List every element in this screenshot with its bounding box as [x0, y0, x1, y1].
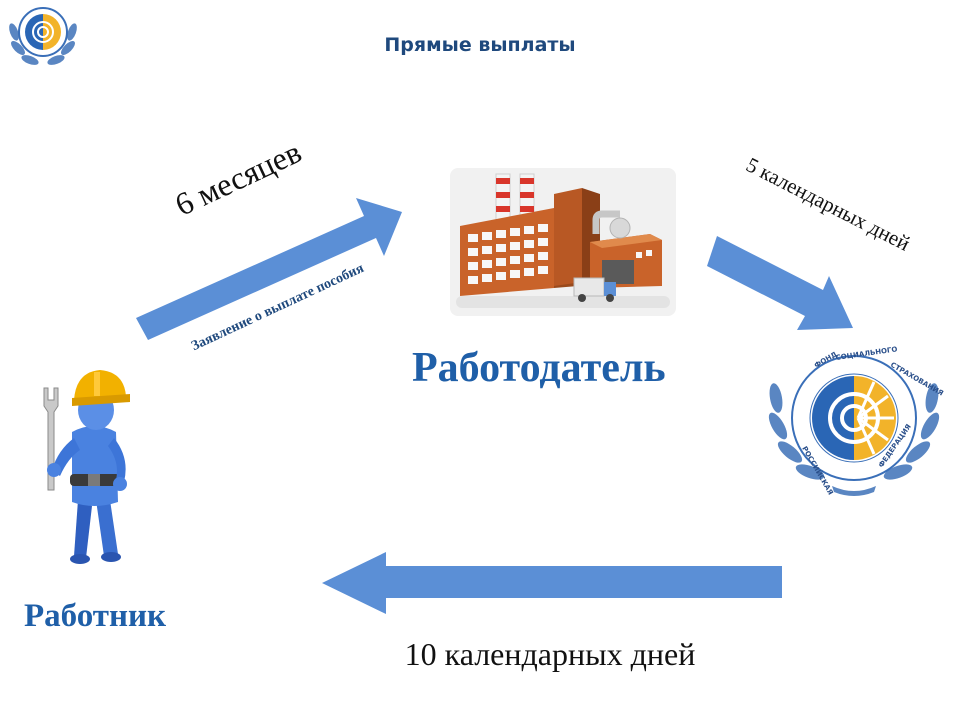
worker-icon: [43, 370, 130, 564]
arrow-worker-to-employer: [136, 198, 402, 340]
fss-logo-large: ФОНД СОЦИАЛЬНОГО СТРАХОВАНИЯ РОССИЙСКАЯ …: [768, 345, 945, 496]
period-ten-days: 10 календарных дней: [404, 636, 696, 672]
arrow-employer-to-fss: [707, 236, 853, 330]
node-worker: Работник: [24, 598, 167, 634]
node-employer: Работодатель: [412, 345, 666, 391]
page-title: Прямые выплаты: [384, 34, 576, 56]
arrow-fss-to-worker: [322, 552, 782, 614]
fss-logo-small: [9, 7, 77, 65]
factory-icon: [450, 168, 676, 316]
